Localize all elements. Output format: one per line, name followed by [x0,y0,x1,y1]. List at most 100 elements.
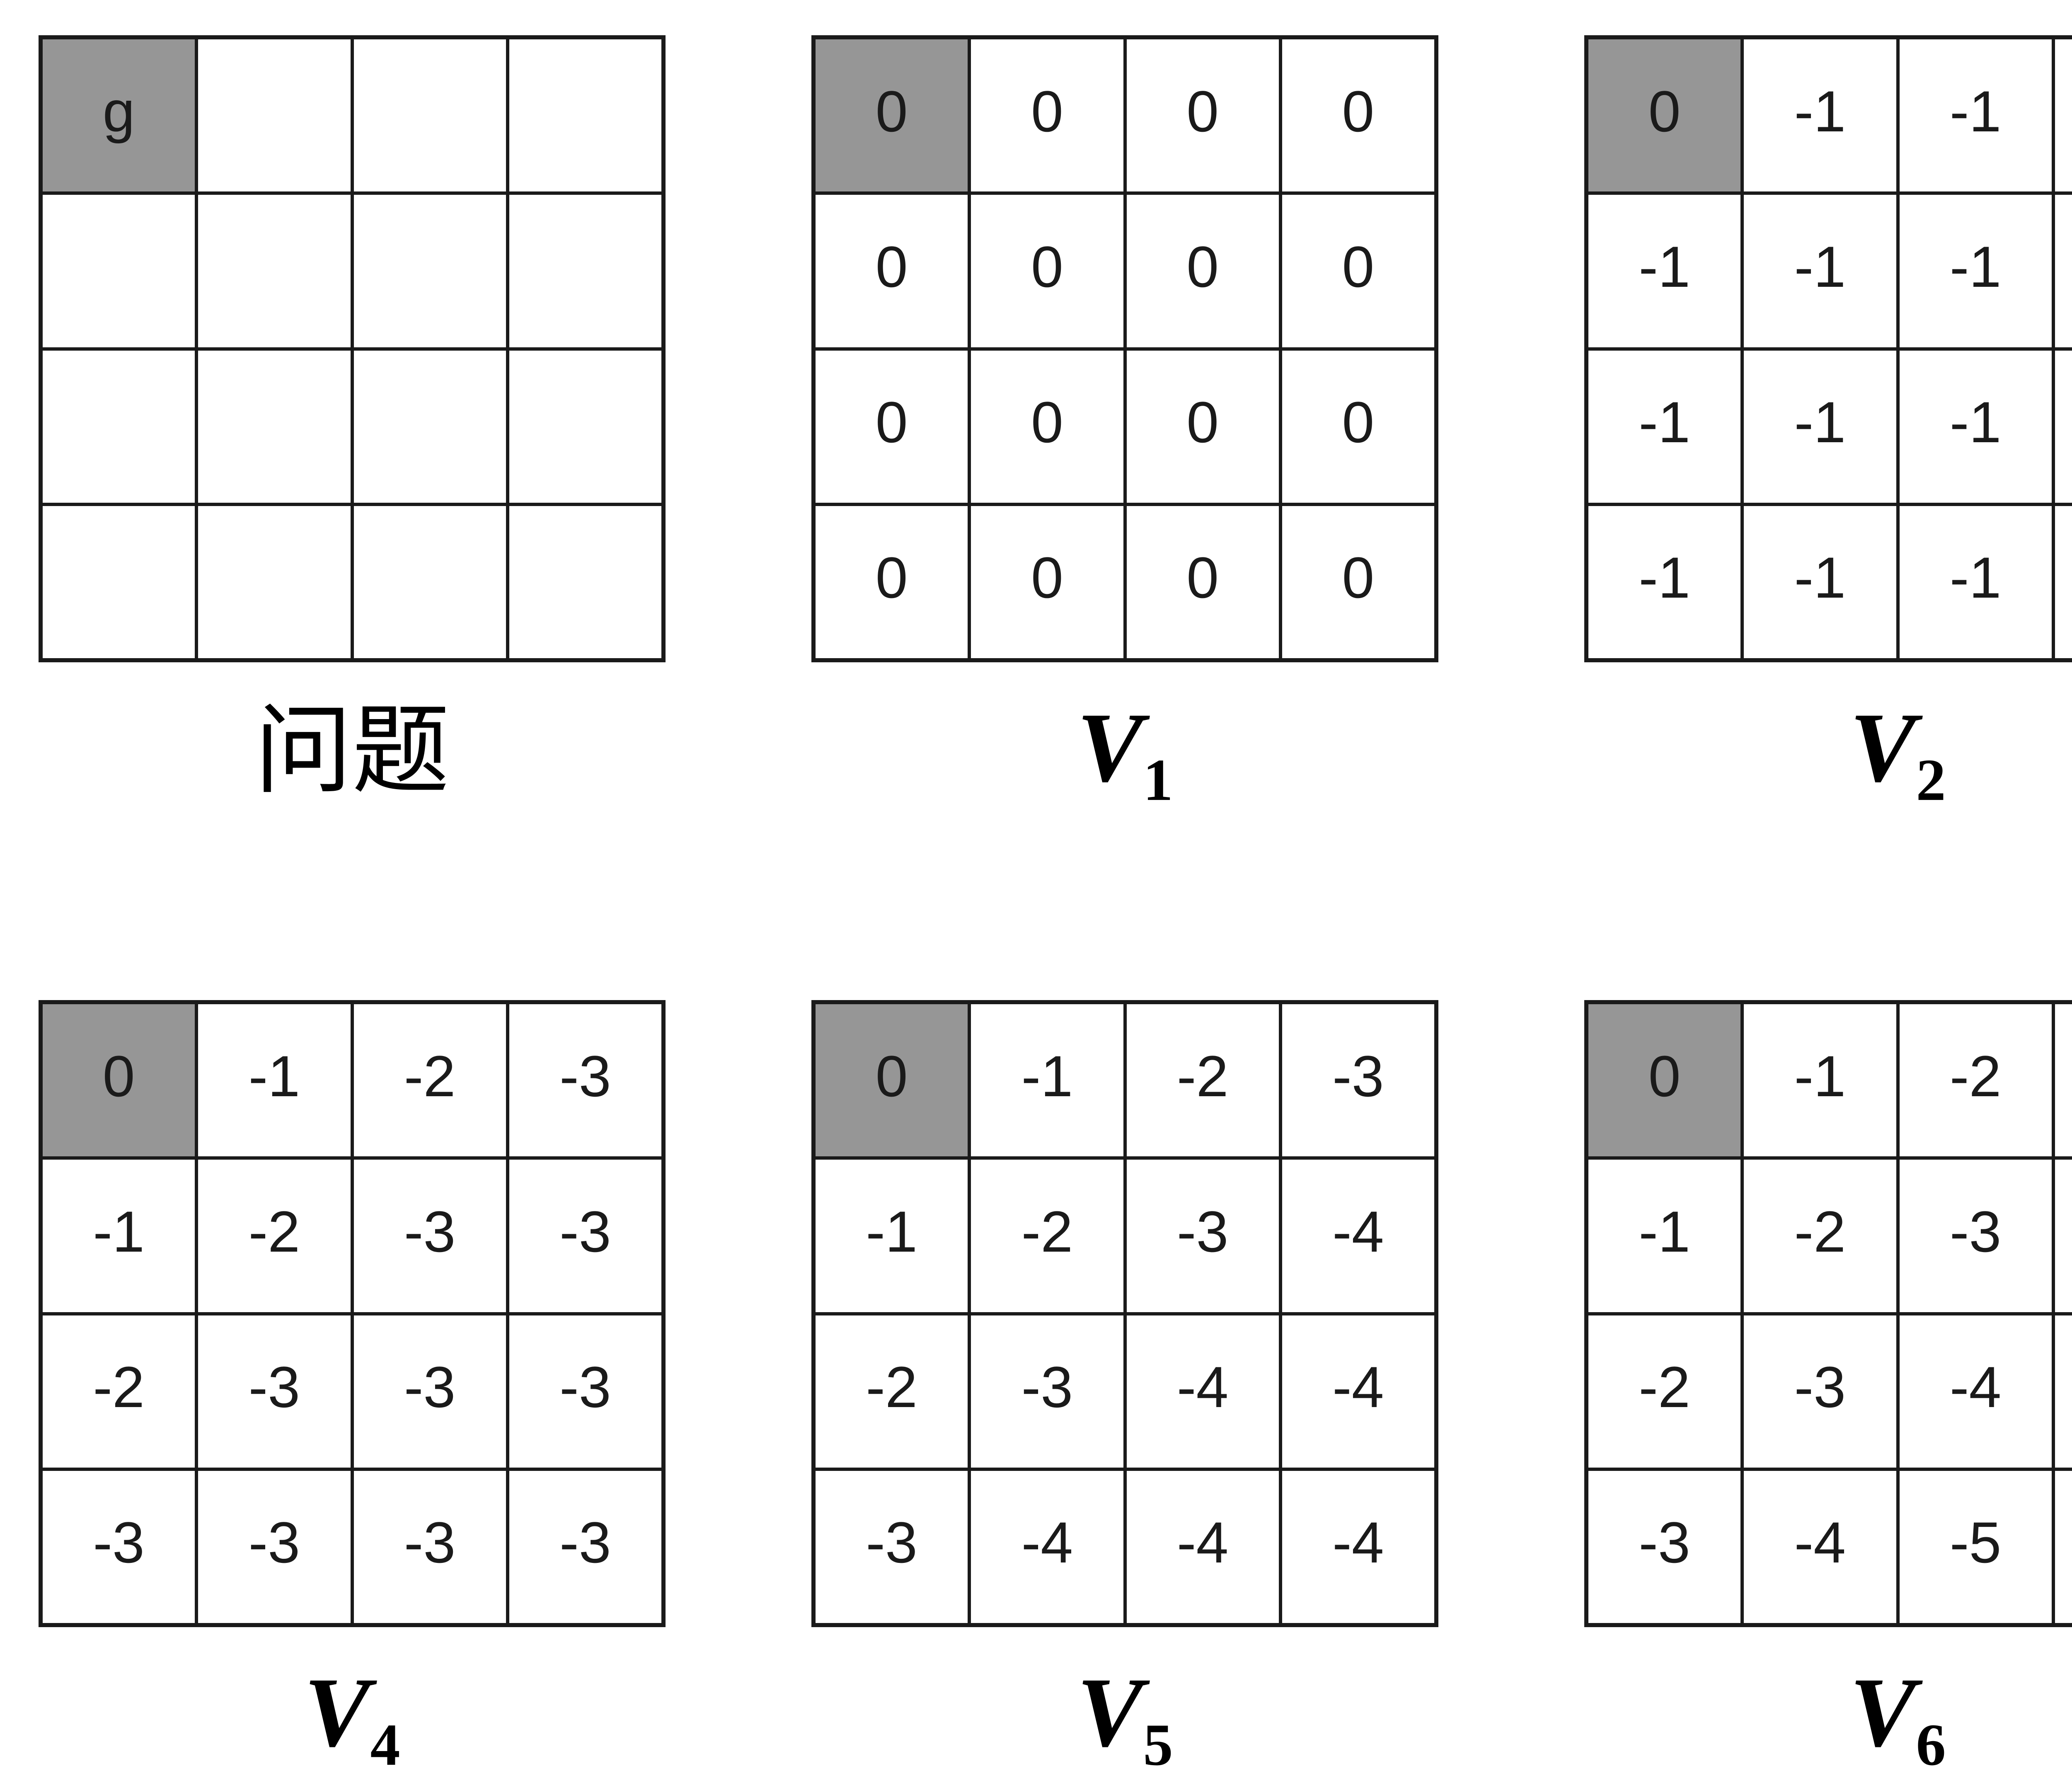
grid-cell: 0 [971,350,1123,503]
value-grid: 0-1-1-1-1-1-1-1-1-1-1-1-1-1-1-1 [1584,35,2072,662]
value-iteration-index: 2 [1916,747,1946,814]
panel-label: V2 [1584,692,2072,810]
problem-grid: g [39,35,666,662]
grid-cell: -3 [509,1315,661,1468]
grid-cell: -5 [2055,1470,2072,1623]
grid-cell: -1 [1899,506,2052,658]
grid-cell [43,350,195,503]
grid-cell: -3 [198,1315,351,1468]
grid-cell: 0 [1282,350,1434,503]
grid-cell: -3 [1744,1315,1896,1468]
grid-cell: -3 [1126,1160,1279,1312]
value-grid: 0-1-2-3-1-2-3-4-2-3-4-5-3-4-5-5 [1584,1000,2072,1627]
grid-cell: -2 [1126,1004,1279,1157]
grid-cell: -3 [353,1315,506,1468]
grid-cell: -1 [971,1004,1123,1157]
grid-cell: 0 [971,195,1123,347]
grid-cell [43,195,195,347]
grid-panel: g 问题 [39,35,666,807]
grid-cell: -4 [1282,1160,1434,1312]
grid-cell [353,506,506,658]
grid-cell [509,350,661,503]
value-function-symbol: V [1849,692,1916,802]
value-iteration-index: 4 [370,1712,400,1778]
value-function-symbol: V [1077,692,1143,802]
grid-cell: 0 [1126,195,1279,347]
grid-cell: -4 [1126,1470,1279,1623]
grid-cell: -2 [198,1160,351,1312]
grid-cell: 0 [816,506,968,658]
grid-cell [509,39,661,192]
grid-cell: 0 [1126,506,1279,658]
grid-panel: 0-1-1-1-1-1-1-1-1-1-1-1-1-1-1-1V2 [1584,35,2072,810]
grid-cell: -3 [1282,1004,1434,1157]
goal-cell: 0 [816,39,968,192]
panel-label: V1 [811,692,1438,810]
grid-cell: 0 [971,506,1123,658]
grid-cell [198,39,351,192]
grid-cell: -1 [1899,195,2052,347]
grid-cell: -1 [1899,39,2052,192]
grid-cell: 0 [816,350,968,503]
grid-cell: -2 [353,1004,506,1157]
grid-cell: -3 [509,1160,661,1312]
grid-cell: -1 [1744,39,1896,192]
grid-cell: 0 [1282,195,1434,347]
value-iteration-index: 5 [1143,1712,1173,1778]
goal-cell: 0 [1588,1004,1741,1157]
value-iteration-index: 6 [1916,1712,1946,1778]
grid-cell: -1 [43,1160,195,1312]
panel-label: V4 [39,1657,666,1775]
grid-cell [353,350,506,503]
grid-cell: -3 [353,1160,506,1312]
grid-cell: -3 [816,1470,968,1623]
grid-cell: -3 [971,1315,1123,1468]
problem-label-text: 问题 [254,698,450,805]
grid-cell: -3 [509,1470,661,1623]
grid-cell: -1 [1899,350,2052,503]
goal-cell: 0 [43,1004,195,1157]
grid-cell: -1 [1588,506,1741,658]
grid-cell: -2 [971,1160,1123,1312]
grid-cell: -1 [1588,1160,1741,1312]
grid-cell: 0 [1282,39,1434,192]
panel-label: V5 [811,1660,1438,1775]
value-function-symbol: V [1849,1657,1916,1767]
grid-cell: -2 [1744,1160,1896,1312]
grid-cell: -1 [1588,195,1741,347]
goal-cell: g [43,39,195,192]
grid-cell [509,195,661,347]
grid-cell: 0 [1126,39,1279,192]
panel-label: V6 [1584,1657,2072,1775]
grid-cell: -3 [1899,1160,2052,1312]
grid-cell: -4 [1744,1470,1896,1623]
grid-cell: -1 [2055,195,2072,347]
grid-cell: -4 [1282,1315,1434,1468]
value-function-symbol: V [304,1657,370,1767]
grid-cell: -4 [1126,1315,1279,1468]
grid-cell: -1 [1744,350,1896,503]
grid-cell: -5 [2055,1315,2072,1468]
grid-cell: -1 [198,1004,351,1157]
grid-cell: -1 [1588,350,1741,503]
grid-cell: -5 [1899,1470,2052,1623]
grid-cell: -1 [2055,39,2072,192]
grid-cell [509,506,661,658]
grid-panel: 0-1-2-3-1-2-3-4-2-3-4-5-3-4-5-5V6 [1584,1000,2072,1775]
grid-cell: -3 [353,1470,506,1623]
grid-cell [198,350,351,503]
grid-cell: -2 [43,1315,195,1468]
value-iteration-index: 1 [1143,747,1173,814]
value-grid: 0-1-2-3-1-2-3-4-2-3-4-4-3-4-4-4 [811,1000,1438,1627]
grid-cell: -3 [1588,1470,1741,1623]
grid-cell: 0 [1126,350,1279,503]
grid-cell [353,195,506,347]
grid-cell: -1 [1744,506,1896,658]
grid-cell [198,195,351,347]
grid-cell: 0 [971,39,1123,192]
